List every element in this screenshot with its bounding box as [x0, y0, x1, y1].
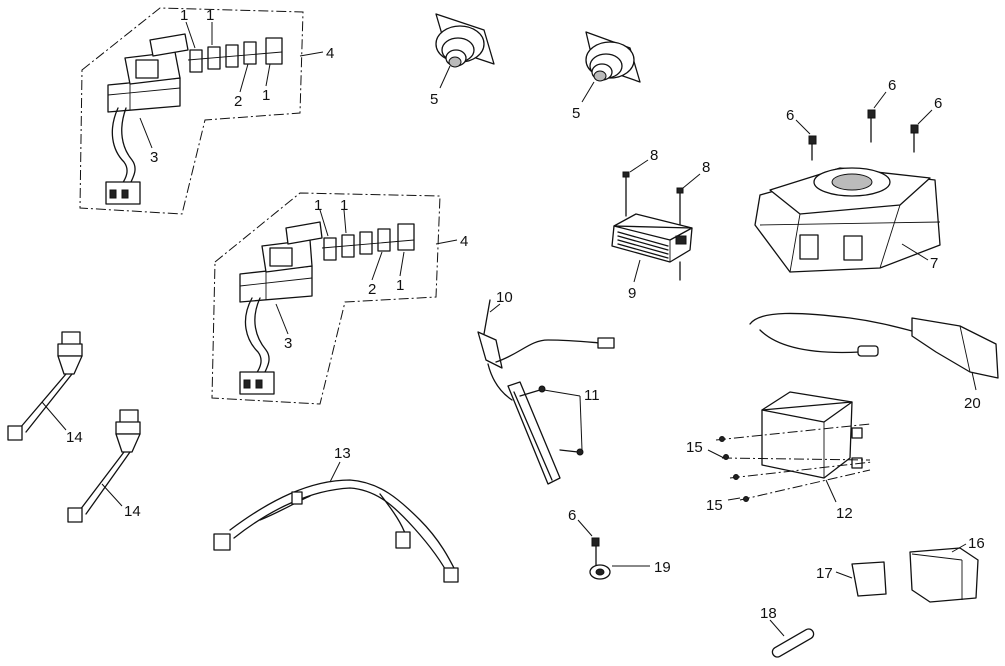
callout-3: 3	[150, 149, 158, 166]
cable-upper	[7, 331, 83, 441]
callout-5: 5	[430, 91, 438, 108]
callout-3: 3	[284, 335, 292, 352]
callout-1: 1	[180, 7, 188, 24]
callout-11: 11	[584, 387, 600, 404]
callout-15: 15	[686, 439, 703, 456]
callout-19: 19	[654, 559, 671, 576]
cable-lower	[67, 409, 141, 523]
callout-6: 6	[786, 107, 794, 124]
sensor-with-cable	[477, 299, 615, 485]
stereo-housing	[754, 167, 941, 273]
screws-6	[795, 91, 933, 161]
fuse-box-assembly-lower	[211, 192, 458, 405]
callout-4: 4	[326, 45, 334, 62]
callout-8: 8	[702, 159, 710, 176]
callout-6: 6	[888, 77, 896, 94]
callout-14: 14	[66, 429, 83, 446]
callout-2: 2	[234, 93, 242, 110]
wire-harness	[213, 461, 459, 583]
callout-4: 4	[460, 233, 468, 250]
clip-19	[577, 519, 650, 580]
lamp-with-cord	[749, 312, 999, 391]
callout-2: 2	[368, 281, 376, 298]
callout-labels: 1 1 2 1 3 4 1 1 2 1 3 4 5 5 6 6 6 6 7 8 …	[66, 7, 985, 622]
callout-20: 20	[964, 395, 981, 412]
callout-12: 12	[836, 505, 853, 522]
callout-6: 6	[568, 507, 576, 524]
speaker-left	[435, 13, 495, 89]
callout-9: 9	[628, 285, 636, 302]
amplifier-assembly	[611, 159, 701, 283]
callout-1: 1	[396, 277, 404, 294]
callout-6: 6	[934, 95, 942, 112]
callout-5: 5	[572, 105, 580, 122]
parts-16-17-18	[769, 543, 979, 658]
callout-7: 7	[930, 255, 938, 272]
callout-1: 1	[262, 87, 270, 104]
callout-1: 1	[314, 197, 322, 214]
callout-14: 14	[124, 503, 141, 520]
fuse-box-assembly-upper	[79, 7, 324, 215]
callout-16: 16	[968, 535, 985, 552]
callout-1: 1	[206, 7, 214, 24]
callout-10: 10	[496, 289, 513, 306]
callout-18: 18	[760, 605, 777, 622]
callout-1: 1	[340, 197, 348, 214]
callout-15: 15	[706, 497, 723, 514]
callout-8: 8	[650, 147, 658, 164]
relay-unit	[707, 391, 873, 503]
callout-13: 13	[334, 445, 351, 462]
speaker-right	[581, 31, 641, 103]
callout-17: 17	[816, 565, 833, 582]
